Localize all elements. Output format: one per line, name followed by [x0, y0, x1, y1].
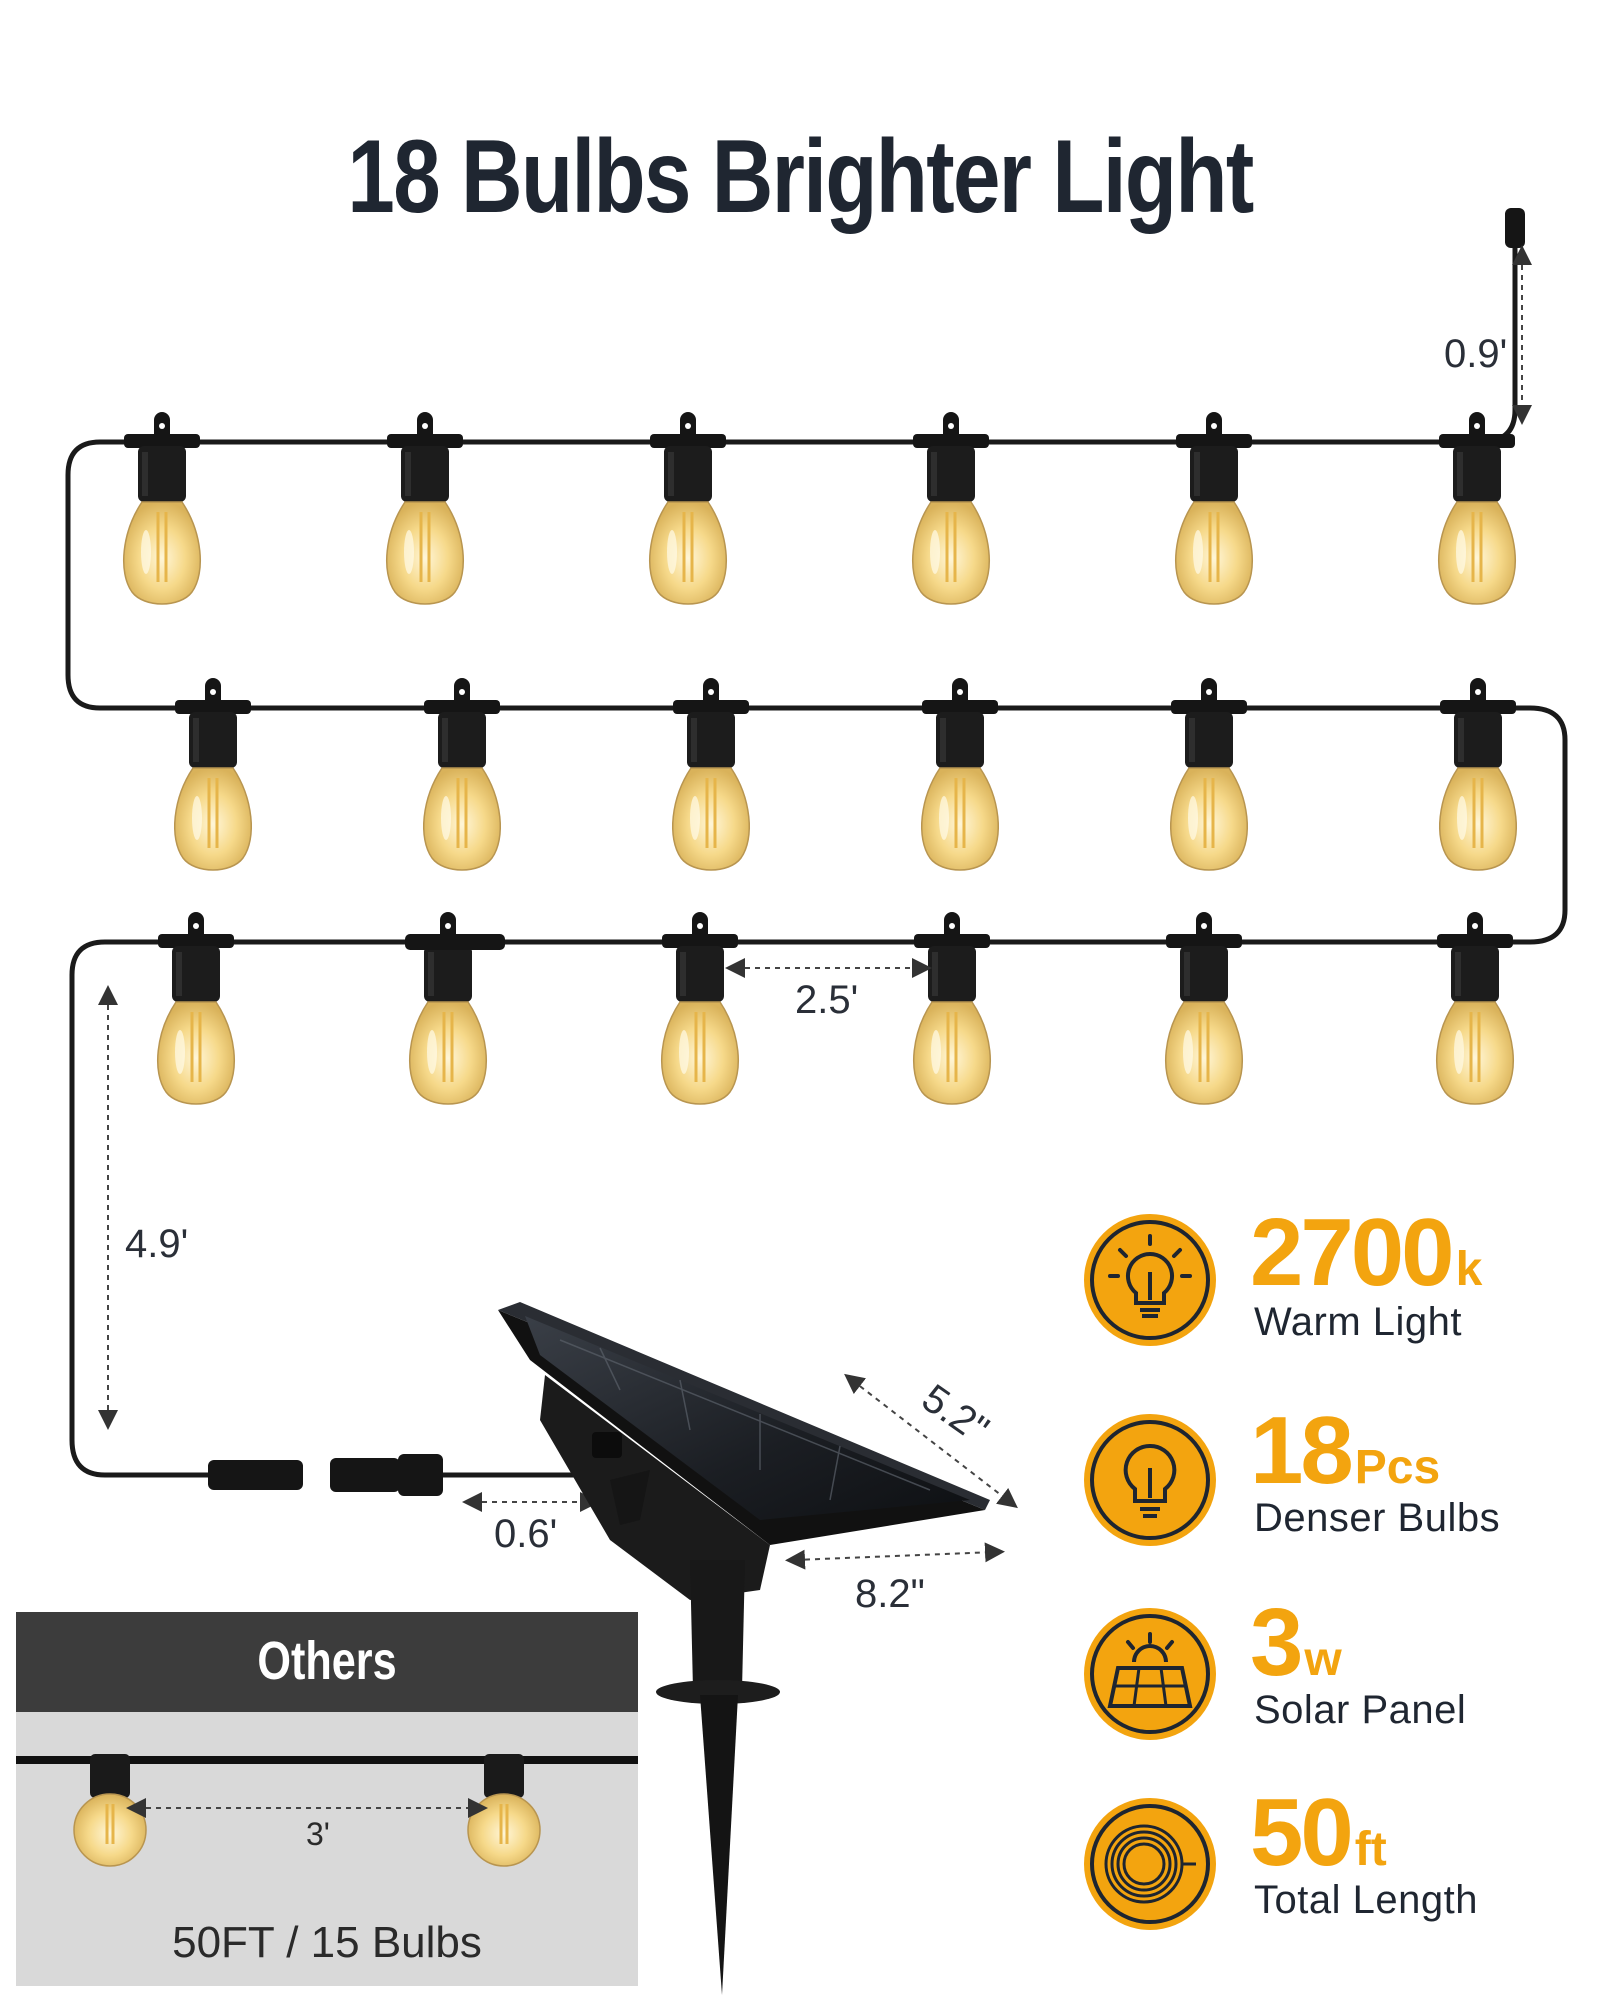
feature-color-temp-number: 2700 — [1250, 1199, 1455, 1306]
others-spacing: 3' — [306, 1816, 330, 1852]
others-string-illustration — [16, 1752, 638, 1868]
feature-length-number: 50 — [1250, 1779, 1354, 1886]
solar-panel-icon — [1084, 1608, 1216, 1740]
feature-bulb-count-label: Denser Bulbs — [1254, 1496, 1501, 1540]
page-title: 18 Bulbs Brighter Light — [347, 119, 1254, 235]
others-title: Others — [257, 1631, 397, 1691]
bulb-icon — [1084, 1414, 1216, 1546]
dimension-bulb-spacing: 2.5' — [795, 978, 859, 1022]
feature-length: 50ft — [1250, 1778, 1387, 1888]
feature-solar-power-unit: w — [1304, 1633, 1342, 1686]
dimension-connector: 0.6' — [494, 1512, 558, 1556]
cable-coil-icon — [1084, 1798, 1216, 1930]
dimension-lead-top: 0.9' — [1444, 332, 1508, 376]
dimension-panel-depth: 8.2" — [855, 1572, 925, 1616]
feature-length-unit: ft — [1354, 1823, 1387, 1876]
feature-bulb-count: 18Pcs — [1250, 1396, 1440, 1506]
feature-solar-power-number: 3 — [1250, 1589, 1303, 1696]
others-caption: 50FT / 15 Bulbs — [172, 1918, 482, 1967]
feature-color-temp-label: Warm Light — [1254, 1300, 1463, 1344]
feature-bulb-count-unit: Pcs — [1354, 1441, 1441, 1494]
dimension-lead-side: 4.9' — [125, 1222, 189, 1266]
feature-color-temp: 2700k — [1250, 1198, 1482, 1308]
waterproof-connector — [208, 1454, 443, 1496]
end-plug — [1505, 208, 1525, 248]
feature-solar-power: 3w — [1250, 1588, 1342, 1698]
feature-solar-power-label: Solar Panel — [1254, 1688, 1467, 1732]
feature-bulb-count-number: 18 — [1250, 1397, 1354, 1504]
feature-length-label: Total Length — [1254, 1878, 1478, 1922]
feature-color-temp-unit: k — [1455, 1243, 1483, 1296]
solar-panel — [498, 1302, 990, 1995]
bulb-glow-icon — [1084, 1214, 1216, 1346]
others-header: Others — [16, 1612, 638, 1712]
others-comparison: Others 3' 50FT / 15 Bulbs — [16, 1612, 638, 1986]
